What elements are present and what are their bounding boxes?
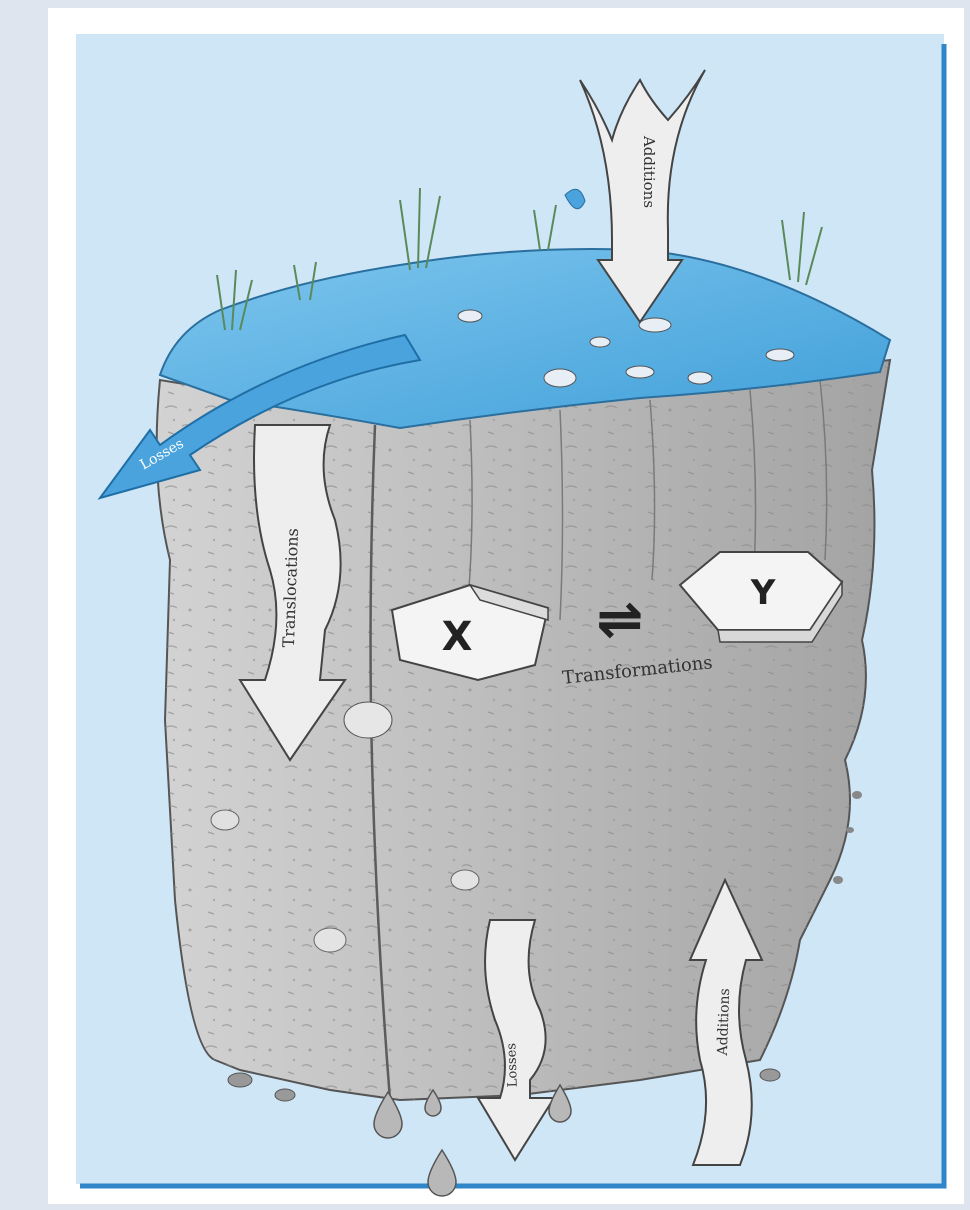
- additions-top-label: Additions: [640, 135, 658, 208]
- equilibrium-arrows: ⇌: [597, 587, 644, 652]
- block-y-label: Y: [750, 573, 776, 613]
- additions-bottom-label: Additions: [715, 988, 733, 1057]
- block-x-label: X: [442, 614, 473, 660]
- losses-bottom-label: Losses: [504, 1043, 521, 1088]
